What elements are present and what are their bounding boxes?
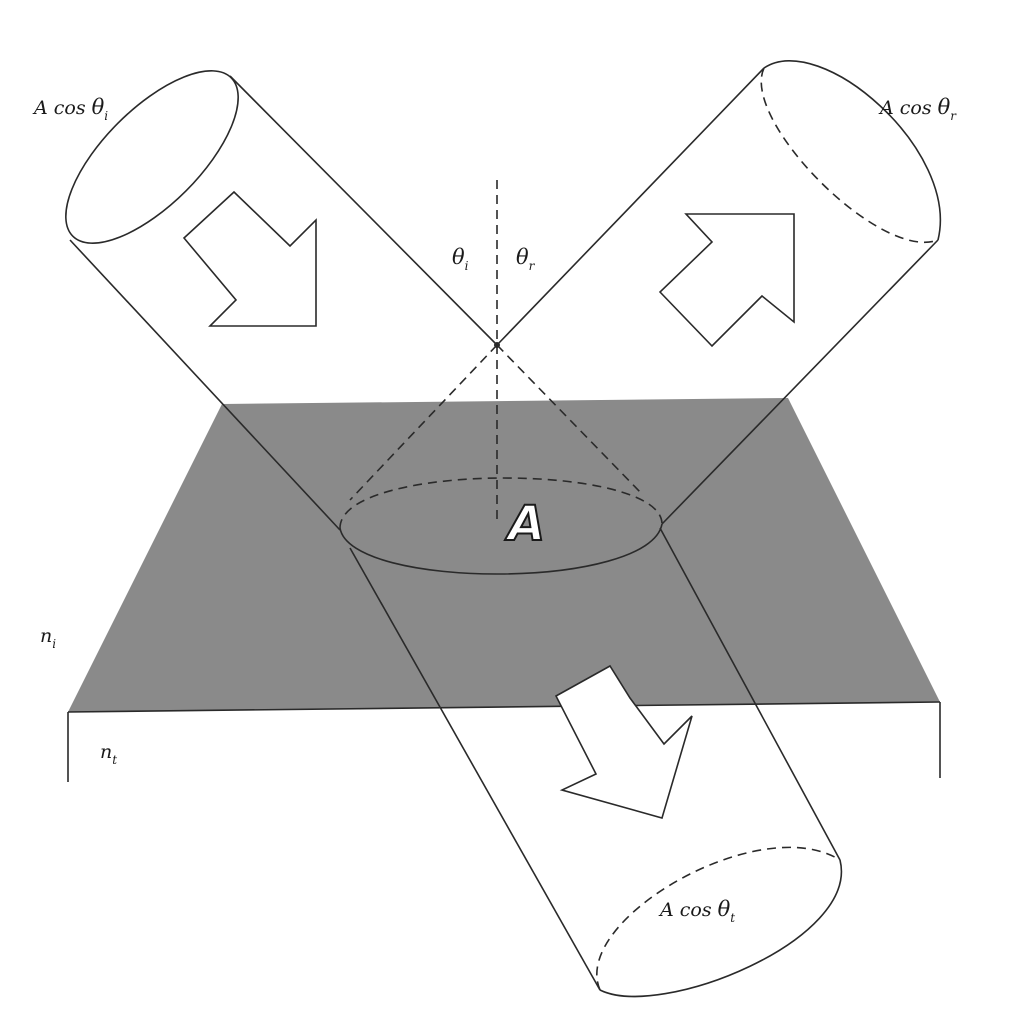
transmitted-beam-end-cap-back [596, 846, 841, 991]
interface-plane [68, 398, 940, 712]
reflected-beam-edge-upper [496, 67, 765, 346]
transmitted-beam-end-cap-front [599, 859, 843, 998]
incident-beam-label: A cos θi [32, 95, 108, 123]
transmitted-arrow [554, 664, 693, 819]
transmitted-beam-edge-right [659, 527, 841, 861]
medium-transmitted-label: nt [100, 741, 117, 767]
angle-reflected-label: θr [516, 245, 536, 273]
illuminated-area: A [339, 180, 663, 575]
reflected-beam [496, 60, 941, 525]
reflected-beam-label: A cos θr [878, 95, 957, 123]
angle-incident-label: θi [452, 245, 469, 273]
cone-line-right [496, 344, 643, 495]
interface-front-edge [67, 701, 941, 713]
incident-beam-edge-lower [69, 239, 341, 531]
reflected-beam-edge-lower [661, 239, 939, 525]
reflected-beam-end-cap-front [763, 60, 941, 241]
reflected-arrow [658, 213, 795, 348]
area-ellipse-front [339, 523, 663, 575]
incident-beam-edge-upper [229, 75, 498, 346]
cone-line-left [349, 344, 498, 501]
transmitted-beam [349, 527, 843, 998]
transmitted-beam-label: A cos θt [658, 897, 735, 925]
point-of-incidence [494, 342, 500, 348]
incident-arrow [182, 190, 317, 327]
area-label: A [504, 496, 545, 552]
medium-incident-label: ni [40, 625, 56, 651]
transmitted-beam-edge-left [349, 547, 601, 991]
reflected-beam-end-cap-back [760, 67, 939, 243]
incident-beam [65, 70, 498, 531]
